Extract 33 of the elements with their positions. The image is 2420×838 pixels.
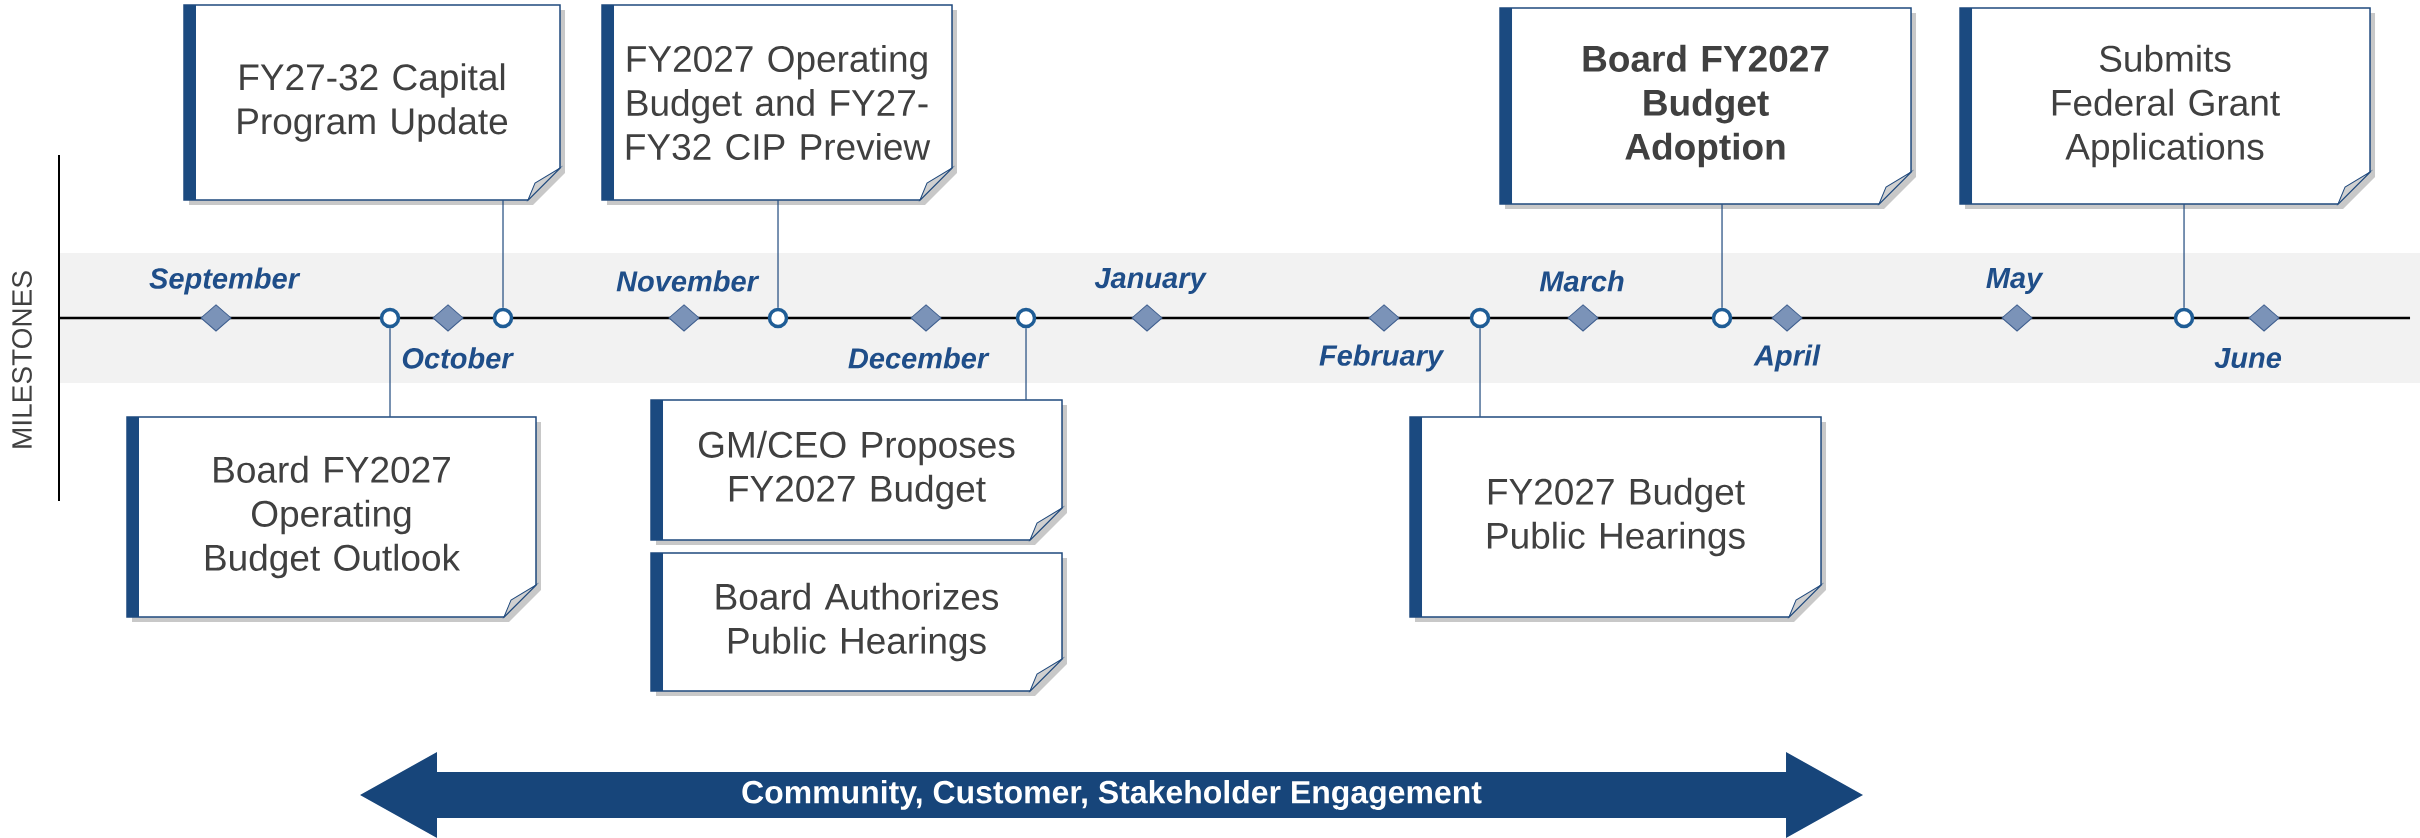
leader-line	[2183, 203, 2185, 309]
leader-line	[1479, 327, 1481, 418]
milestone-circle	[2173, 307, 2195, 329]
leader-line	[1721, 203, 1723, 309]
milestone-circle	[767, 307, 789, 329]
month-label: October	[402, 347, 514, 369]
leader-line	[389, 327, 391, 418]
milestone-circle	[492, 307, 514, 329]
note-box: FY2027 Budget Public Hearings	[1409, 416, 1827, 622]
milestone-circle	[1015, 307, 1037, 329]
note-box: FY2027 Operating Budget and FY27-FY32 CIP Preview	[601, 4, 957, 205]
milestone-circle	[379, 307, 401, 329]
milestone-circle	[1711, 307, 1733, 329]
note-box: GM/CEO Proposes FY2027 Budget	[650, 399, 1067, 545]
month-label: September	[149, 267, 301, 295]
month-label: January	[1094, 268, 1207, 294]
leader-line	[502, 199, 504, 309]
leader-line	[777, 199, 779, 309]
axis-title: MILESTONES	[12, 271, 32, 448]
month-label: December	[848, 347, 990, 369]
month-label: April	[1753, 344, 1821, 372]
leader-line	[1025, 327, 1027, 401]
month-label: November	[616, 270, 760, 292]
note-box: Board FY2027 Budget Adoption	[1499, 7, 1917, 209]
note-box: Board Authorizes Public Hearings	[650, 552, 1067, 696]
month-label: June	[2214, 347, 2282, 369]
note-box: Submits Federal Grant Applications	[1959, 7, 2376, 209]
milestone-circle	[1469, 307, 1491, 329]
note-box: FY27-32 Capital Program Update	[183, 4, 565, 205]
note-box: Board FY2027 Operating Budget Outlook	[126, 416, 541, 622]
month-label: March	[1539, 270, 1624, 292]
month-label: May	[1986, 268, 2044, 294]
month-label: February	[1319, 344, 1445, 372]
